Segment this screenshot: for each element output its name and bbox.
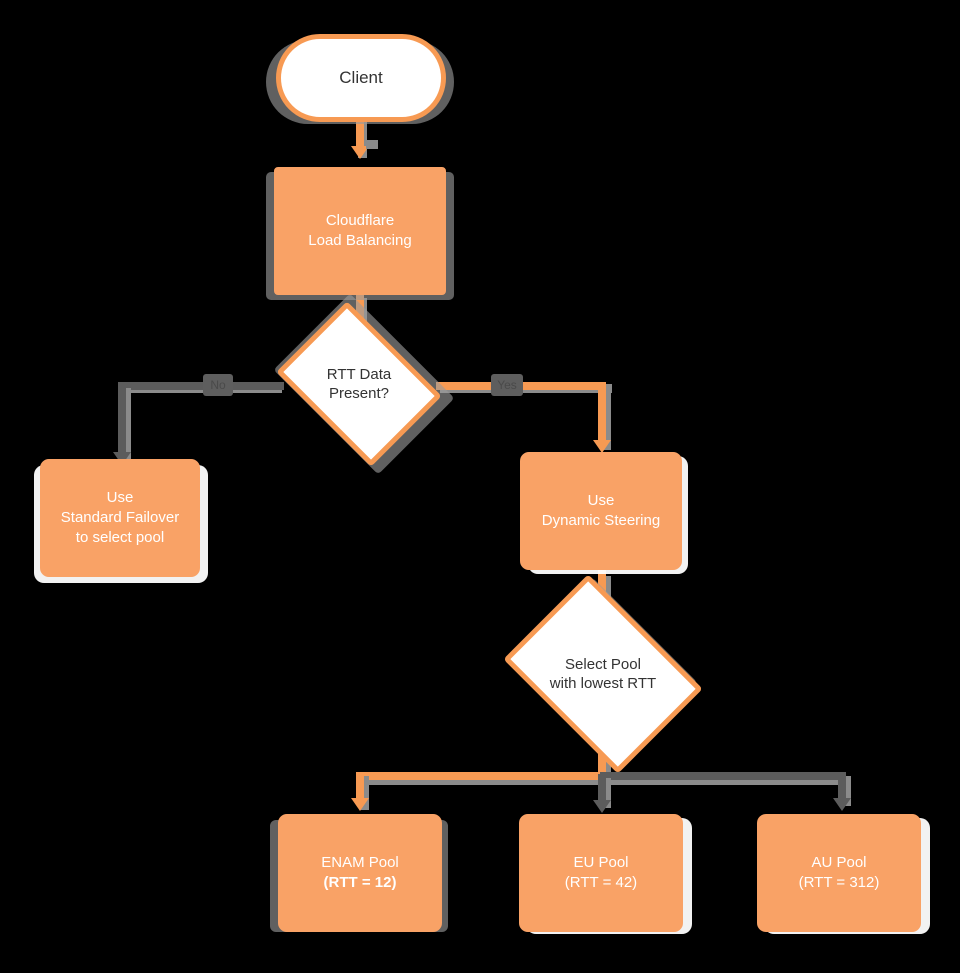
node-client[interactable]: Client xyxy=(276,34,446,122)
load-balancing-line-1: Cloudflare xyxy=(325,212,395,230)
node-select-pool[interactable]: Select Pool with lowest RTT xyxy=(503,574,703,774)
eu-pool-line-1: EU Pool xyxy=(573,854,629,872)
dynamic-steering-line-1: Use xyxy=(587,492,615,510)
node-dynamic-steering[interactable]: Use Dynamic Steering xyxy=(520,452,682,570)
node-au-pool[interactable]: AU Pool (RTT = 312) xyxy=(757,814,921,932)
arrowhead-rtt-to-dynamic-steering xyxy=(593,440,611,453)
edge-rtt-no-v-shadow xyxy=(122,388,131,466)
edge-bus-to-enam-horizontal xyxy=(356,772,606,780)
standard-failover-line-3: to select pool xyxy=(75,528,165,546)
rtt-decision-line-1: RTT Data xyxy=(326,365,392,383)
edge-bus-to-eu-vertical xyxy=(598,774,606,804)
node-eu-pool[interactable]: EU Pool (RTT = 42) xyxy=(519,814,683,932)
edge-rtt-yes-vertical xyxy=(598,382,606,444)
edge-rtt-yes-v-shadow xyxy=(602,388,611,450)
edge-bus-to-enam-vertical xyxy=(356,772,364,802)
edge-au-drop-shadow xyxy=(842,776,851,806)
edge-eu-drop-shadow xyxy=(602,778,611,808)
enam-pool-line-1: ENAM Pool xyxy=(321,854,399,872)
edge-enam-drop-shadow xyxy=(360,776,369,810)
load-balancing-line-2: Load Balancing xyxy=(308,232,412,249)
edge-label-yes: Yes xyxy=(491,374,523,396)
node-rtt-decision[interactable]: RTT Data Present? xyxy=(276,301,442,467)
au-pool-line-2: (RTT = 312) xyxy=(798,874,880,891)
edge-label-no: No xyxy=(203,374,233,396)
edge-client-to-lb-shadow-tick xyxy=(366,140,378,149)
edge-rtt-no-vertical xyxy=(118,382,126,460)
dynamic-steering-line-2: Dynamic Steering xyxy=(541,512,661,529)
node-enam-pool[interactable]: ENAM Pool (RTT = 12) xyxy=(278,814,442,932)
select-pool-line-1: Select Pool xyxy=(565,655,641,673)
node-client-label: Client xyxy=(339,67,383,87)
standard-failover-line-2: Standard Failover xyxy=(60,509,180,527)
node-load-balancing[interactable]: Cloudflare Load Balancing xyxy=(274,167,446,295)
select-pool-label: Select Pool with lowest RTT xyxy=(522,614,684,734)
edge-bus-right-shadow xyxy=(604,776,848,785)
arrowhead-select-to-au xyxy=(833,798,851,811)
edge-bus-to-au-horizontal xyxy=(600,772,846,780)
standard-failover-line-1: Use xyxy=(106,489,134,507)
rtt-decision-label: RTT Data Present? xyxy=(292,334,426,434)
edge-client-to-lb xyxy=(356,114,364,148)
rtt-decision-line-2: Present? xyxy=(328,385,390,402)
arrowhead-select-to-enam xyxy=(351,798,369,811)
edge-rtt-no-horizontal xyxy=(118,382,284,390)
edge-bus-to-au-vertical xyxy=(838,772,846,802)
au-pool-line-1: AU Pool xyxy=(811,854,867,872)
eu-pool-line-2: (RTT = 42) xyxy=(564,874,638,891)
node-standard-failover[interactable]: Use Standard Failover to select pool xyxy=(40,459,200,577)
enam-pool-line-2: (RTT = 12) xyxy=(323,874,397,891)
arrowhead-client-to-lb xyxy=(351,146,369,159)
edge-bus-left-shadow xyxy=(360,776,606,785)
arrowhead-select-to-eu xyxy=(593,800,611,813)
select-pool-line-2: with lowest RTT xyxy=(549,675,657,692)
